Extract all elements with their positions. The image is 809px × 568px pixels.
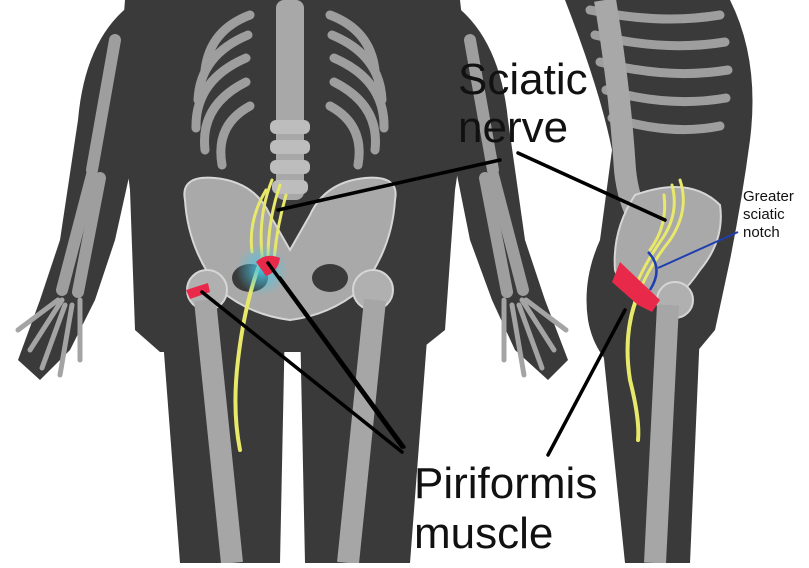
notch-label-line3: notch — [743, 224, 794, 242]
sciatic-nerve-label: Sciatic nerve — [458, 58, 588, 150]
front-spine — [270, 0, 310, 200]
sciatic-label-line2: nerve — [458, 106, 588, 150]
piriformis-muscle-label: Piriformis muscle — [414, 462, 597, 556]
notch-label-line1: Greater — [743, 188, 794, 206]
front-left-arm — [18, 5, 135, 380]
greater-sciatic-notch-label: Greater sciatic notch — [743, 188, 794, 242]
piriformis-label-line1: Piriformis — [414, 462, 597, 506]
notch-label-line2: sciatic — [743, 206, 794, 224]
piriformis-label-line2: muscle — [414, 512, 597, 556]
sciatic-label-line1: Sciatic — [458, 58, 588, 102]
